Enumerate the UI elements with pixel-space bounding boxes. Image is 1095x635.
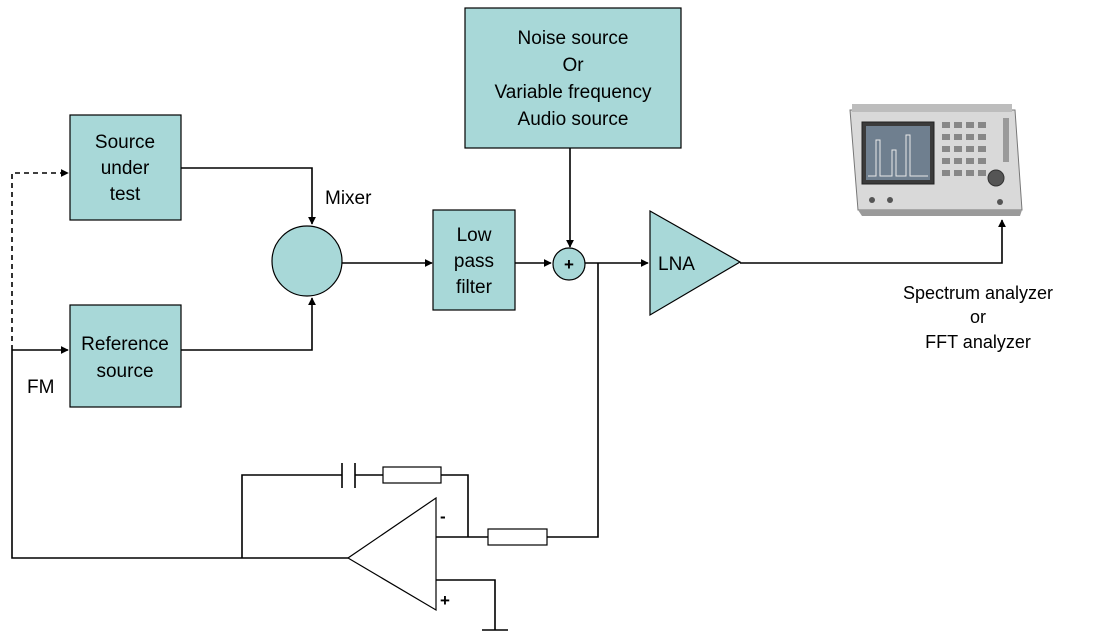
analyzer-label-line-3: FFT analyzer xyxy=(925,332,1031,352)
low-pass-filter-block: Low pass filter xyxy=(432,209,516,311)
feedback-right-wire xyxy=(441,474,469,537)
analyzer-label-line-1: Spectrum analyzer xyxy=(903,283,1053,303)
source-under-test-line-2: under xyxy=(101,158,150,179)
capacitor-icon xyxy=(341,463,356,488)
source-under-test-line-1: Source xyxy=(95,132,155,153)
noise-source-line-1: Noise source xyxy=(518,28,629,49)
reference-source-line-2: source xyxy=(96,361,153,382)
opamp-minus-label: - xyxy=(440,507,446,526)
opamp-output-wire xyxy=(11,350,348,559)
mixer-label: Mixer xyxy=(325,188,372,209)
summer-circle xyxy=(552,247,586,281)
reference-source-line-1: Reference xyxy=(81,334,169,355)
feedback-left-wire xyxy=(241,474,342,558)
source-under-test-block: Source under test xyxy=(69,114,182,221)
analyzer-label-line-2: or xyxy=(970,307,986,327)
reference-to-mixer-wire xyxy=(181,297,316,351)
opamp-plus-label: + xyxy=(440,591,450,610)
fm-dashed-wire xyxy=(11,169,69,350)
summer-output-tap-wire xyxy=(547,263,599,538)
noise-source-line-4: Audio source xyxy=(518,109,629,130)
source-under-test-line-3: test xyxy=(110,184,141,205)
analyzer-label: Spectrum analyzer or FFT analyzer xyxy=(903,283,1053,352)
low-pass-filter-line-1: Low xyxy=(457,225,492,246)
noise-source-line-2: Or xyxy=(562,55,584,76)
lna-label: LNA xyxy=(658,254,695,275)
summing-junction: + xyxy=(552,247,586,281)
ground-wire xyxy=(436,579,496,630)
fm-label: FM xyxy=(27,377,54,398)
sut-to-mixer-wire xyxy=(181,167,316,225)
mixer: Mixer xyxy=(271,188,372,297)
noise-source-block: Noise source Or Variable frequency Audio… xyxy=(464,7,682,149)
loop-filter-wires xyxy=(11,169,599,630)
input-resistor-icon xyxy=(487,528,548,546)
spectrum-analyzer-instrument-icon xyxy=(849,104,1023,216)
low-pass-filter-line-2: pass xyxy=(454,251,494,272)
summer-plus-sign: + xyxy=(564,255,574,274)
lna-to-analyzer-wire xyxy=(740,219,1006,264)
lna-block: LNA xyxy=(649,209,742,317)
feedback-resistor-icon xyxy=(382,466,442,484)
opamp: - + xyxy=(346,496,450,612)
noise-source-line-3: Variable frequency xyxy=(494,82,652,103)
mixer-circle xyxy=(271,225,343,297)
signal-wires xyxy=(181,148,1006,351)
low-pass-filter-line-3: filter xyxy=(456,277,493,298)
reference-source-block: Reference source xyxy=(69,304,182,408)
